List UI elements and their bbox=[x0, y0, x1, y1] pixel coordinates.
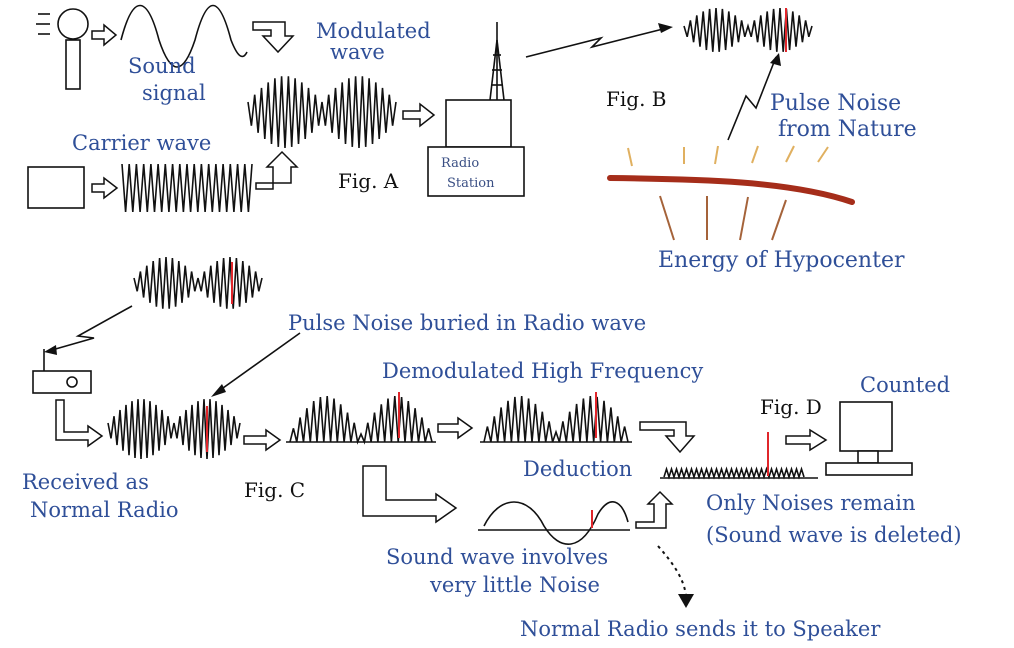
speaker-dotted-arrow bbox=[657, 545, 687, 597]
modulated-wave bbox=[247, 76, 397, 149]
arrow-modulated-to-station bbox=[402, 102, 436, 128]
pulse-buried-arrowhead bbox=[211, 384, 226, 397]
pulse-noise-arrowhead bbox=[770, 53, 781, 66]
received-signal-wave bbox=[683, 7, 813, 52]
speaker-label: Normal Radio sends it to Speaker bbox=[520, 617, 881, 641]
radio-receiver-icon bbox=[32, 349, 92, 394]
deduction-label: Deduction bbox=[523, 457, 632, 481]
sound-wave-label: Sound wave involves very little Noise bbox=[386, 545, 615, 597]
remaining-noise-wave bbox=[663, 466, 805, 480]
carrier-wave bbox=[121, 163, 253, 213]
pulse-noise-lightning bbox=[727, 56, 777, 141]
fig-a-caption: Fig. A bbox=[338, 169, 399, 193]
arrow-carrier-to-modulated bbox=[255, 150, 299, 190]
arrow-to-sound-branch bbox=[362, 465, 458, 524]
arrow-received-to-demod bbox=[243, 428, 282, 452]
counted-label: Counted bbox=[860, 373, 950, 397]
arrow-mic-to-sound bbox=[91, 23, 118, 47]
transmission-arrowhead bbox=[658, 23, 673, 33]
microphone-icon bbox=[36, 8, 89, 90]
pulse-noise-label: Pulse Noise from Nature bbox=[770, 91, 917, 142]
arrow-demod-to-hf bbox=[437, 416, 474, 440]
energy-rays-upper bbox=[627, 145, 829, 167]
pulse-buried-label: Pulse Noise buried in Radio wave bbox=[288, 311, 646, 335]
energy-of-hypocenter-label: Energy of Hypocenter bbox=[658, 248, 905, 273]
sound-wave-residual bbox=[483, 501, 629, 545]
pulse-buried-pointer bbox=[215, 332, 301, 394]
earth-crust bbox=[607, 175, 855, 205]
computer-counter-icon bbox=[825, 401, 913, 476]
arrow-oscillator-to-carrier bbox=[91, 176, 119, 200]
arrow-hf-to-deduction bbox=[639, 421, 696, 454]
sound-deleted-label: (Sound wave is deleted) bbox=[706, 523, 962, 547]
arrow-sound-to-modulated bbox=[252, 21, 295, 54]
arrow-radio-to-received bbox=[55, 399, 104, 448]
arrow-sound-to-deduction bbox=[635, 490, 674, 529]
demodulated-high-frequency-label: Demodulated High Frequency bbox=[382, 359, 703, 383]
arrow-to-counter bbox=[785, 428, 828, 452]
energy-rays-lower bbox=[659, 195, 787, 241]
received-radio-wave bbox=[107, 399, 241, 460]
incoming-signal-wave bbox=[133, 256, 263, 309]
fig-b-caption: Fig. B bbox=[606, 87, 667, 111]
transmission-lightning bbox=[525, 27, 668, 58]
fig-d-caption: Fig. D bbox=[760, 395, 822, 419]
demodulated-high-frequency-wave bbox=[483, 396, 629, 443]
received-as-normal-radio-label: Received as Normal Radio bbox=[22, 470, 179, 522]
modulated-wave-label: Modulated wave bbox=[316, 19, 437, 64]
oscillator-box bbox=[27, 166, 85, 209]
incoming-lightning bbox=[51, 305, 133, 351]
sound-signal-label: Sound signal bbox=[128, 54, 206, 105]
sound-signal-wave bbox=[120, 4, 248, 68]
radio-station bbox=[427, 22, 525, 197]
radio-station-label: Radio Station bbox=[441, 156, 495, 191]
fig-c-caption: Fig. C bbox=[244, 478, 305, 502]
demodulated-wave bbox=[289, 396, 433, 445]
carrier-wave-label: Carrier wave bbox=[72, 131, 211, 155]
only-noises-label: Only Noises remain bbox=[706, 491, 916, 515]
incoming-arrowhead bbox=[44, 345, 57, 355]
speaker-arrowhead bbox=[678, 594, 694, 608]
